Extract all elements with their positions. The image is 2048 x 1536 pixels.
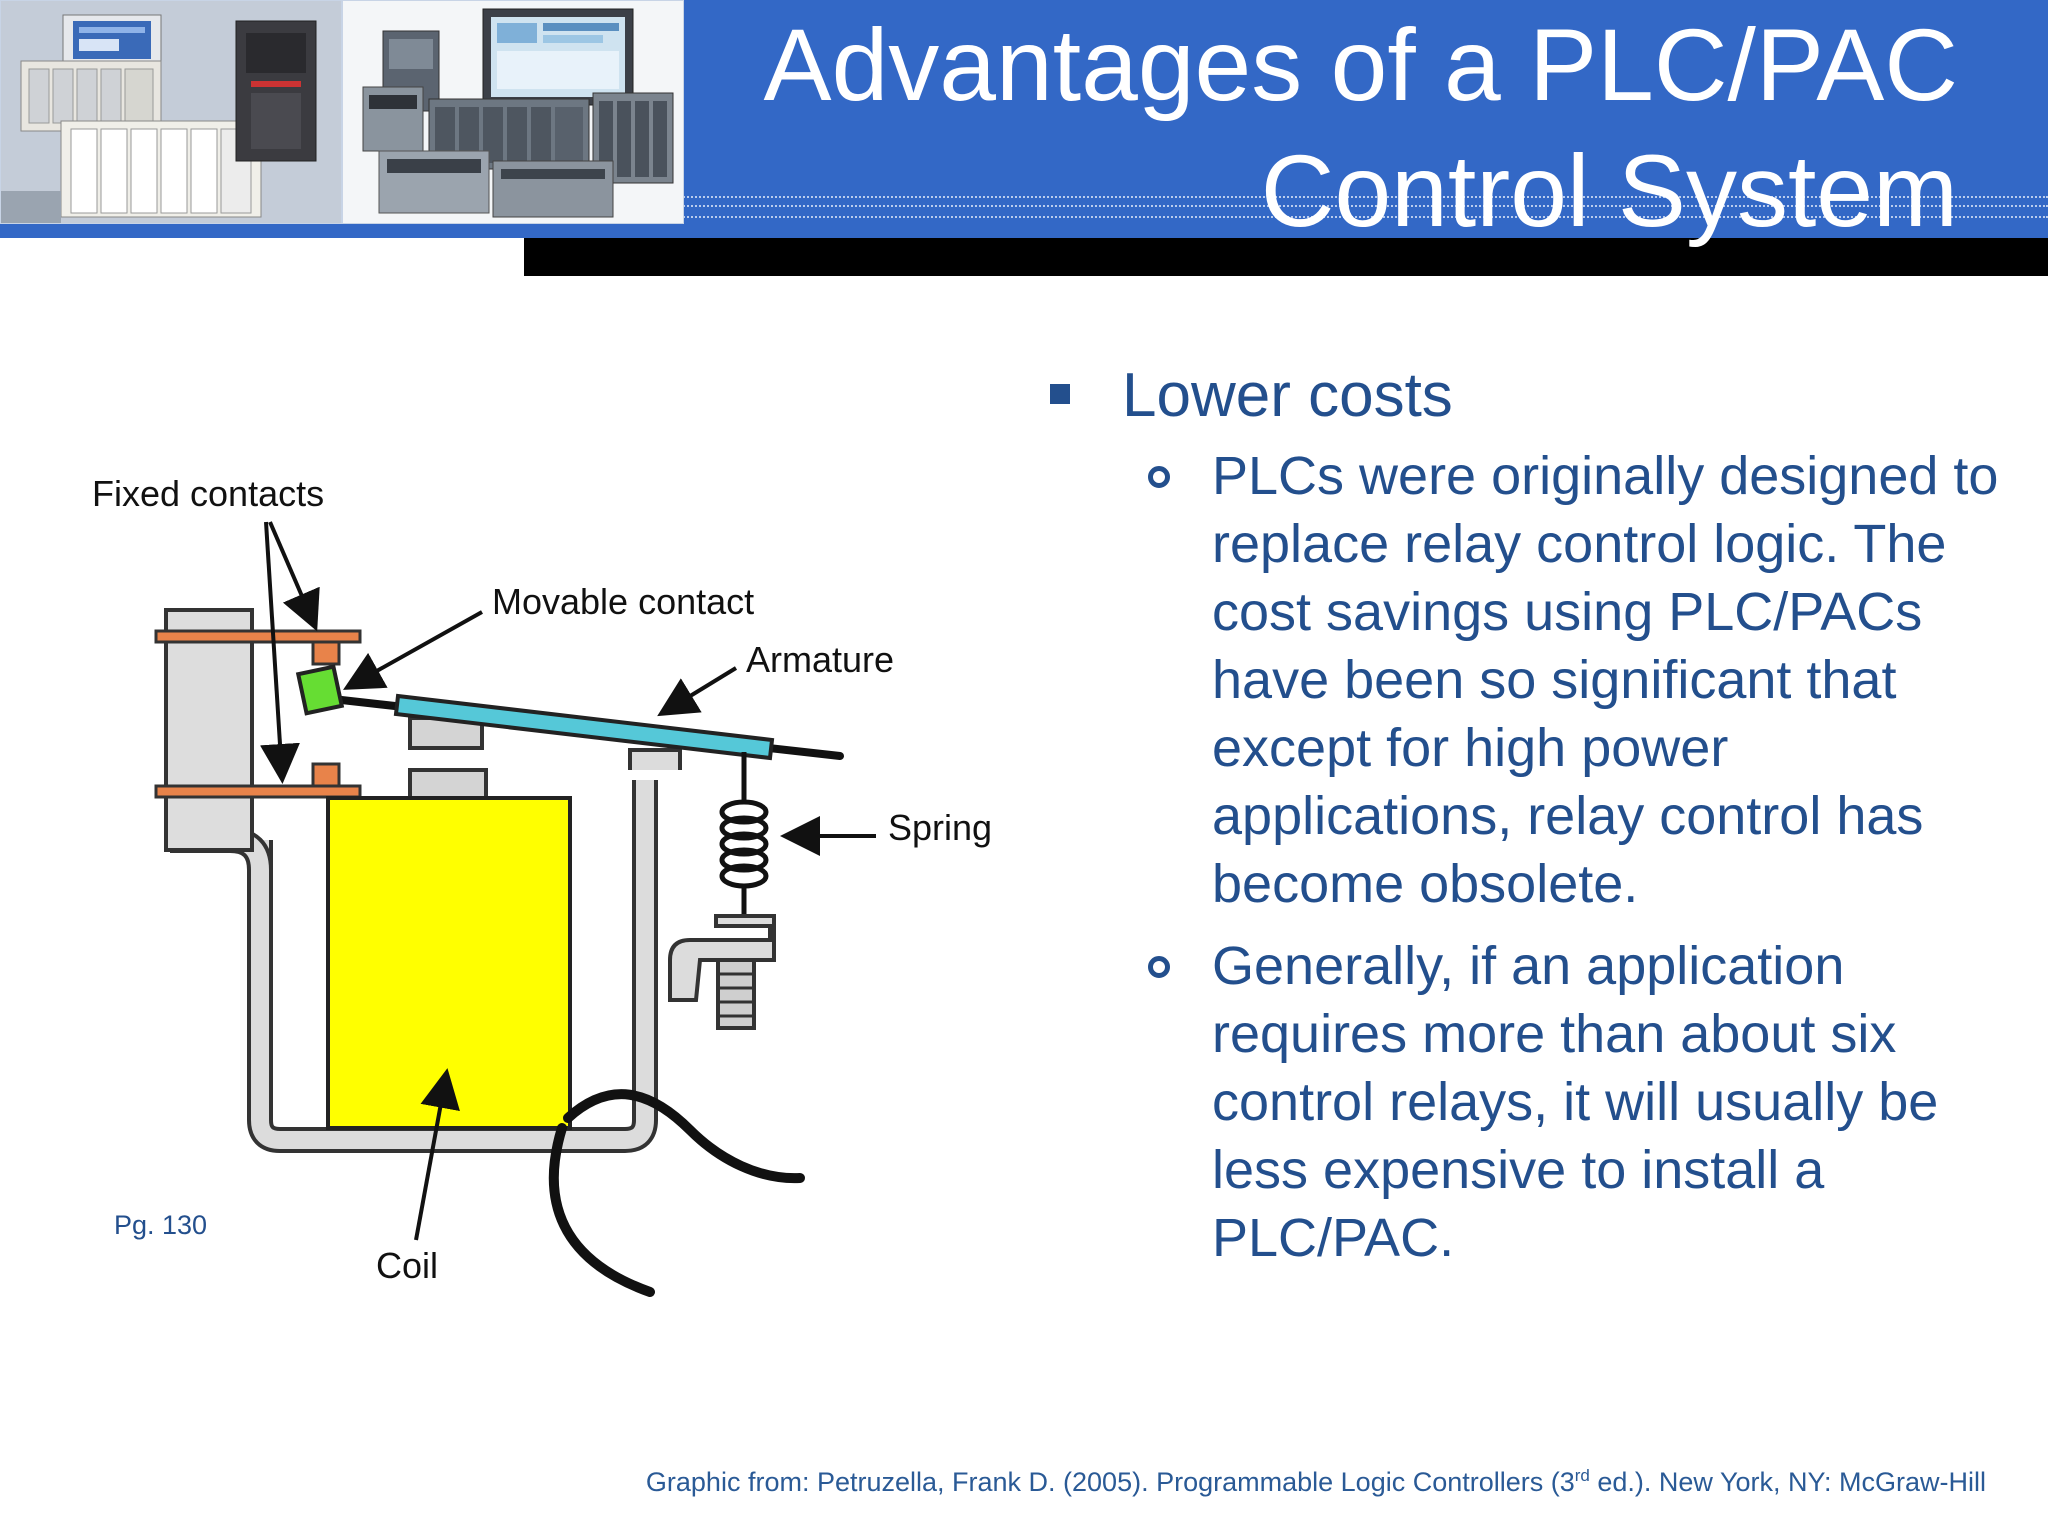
adjust-screw <box>716 958 756 1030</box>
slide-title: Advantages of a PLC/PAC Control System <box>698 2 1958 254</box>
plc-family-photo <box>342 0 684 224</box>
fixed-contact-upper <box>311 640 341 666</box>
sub-bullet-text: PLCs were originally designed to replace… <box>1212 446 1999 914</box>
label-coil: Coil <box>376 1245 438 1286</box>
pointer-fixed-contacts <box>268 521 320 632</box>
citation-prefix: Graphic from: Petruzella, Frank D. (2005… <box>645 1467 1575 1497</box>
spring <box>719 752 769 918</box>
header-dotted-line <box>0 205 2048 207</box>
fixed-contact-arm-lower <box>154 784 362 799</box>
fixed-contact-arm-upper <box>154 629 362 644</box>
citation-suffix: ed.). New York, NY: McGraw-Hill <box>1589 1467 1986 1497</box>
label-movable-contact: Movable contact <box>492 581 754 622</box>
plc-rack-photo <box>0 0 342 224</box>
bullet-heading: Lower costs <box>1122 361 1453 430</box>
page-reference: Pg. 130 <box>114 1210 208 1240</box>
pointer-armature <box>657 666 738 717</box>
sub-bullet-item: PLCs were originally designed to replace… <box>1040 442 2040 918</box>
slide-title-line-2: Control System <box>1260 134 1958 248</box>
movable-contact <box>295 664 345 716</box>
slide-title-line-1: Advantages of a PLC/PAC <box>763 8 1958 122</box>
ring-bullet-icon <box>1148 466 1170 488</box>
ring-bullet-icon <box>1148 956 1170 978</box>
graphic-citation: Graphic from: Petruzella, Frank D. (2005… <box>646 1466 1986 1498</box>
header-black-bar <box>524 238 2048 276</box>
sub-bullet-item: Generally, if an application requires mo… <box>1040 932 2040 1272</box>
pole-piece-lower <box>408 768 488 800</box>
armature-bracket <box>628 748 682 770</box>
terminal-post <box>164 608 254 852</box>
bullet-heading-item: Lower costs <box>1040 356 2040 436</box>
header-dotted-line <box>0 216 2048 218</box>
pointer-fixed-contacts <box>260 521 300 784</box>
sub-bullet-text: Generally, if an application requires mo… <box>1212 936 1939 1268</box>
coil <box>326 796 572 1130</box>
label-spring: Spring <box>888 807 992 848</box>
lead-wire <box>548 1123 655 1297</box>
pointer-movable-contact <box>343 610 483 690</box>
bullet-list: Lower costs PLCs were originally designe… <box>1040 356 2040 1272</box>
lead-wire <box>563 1089 805 1184</box>
relay-diagram: Fixed contacts Movable contact Armature … <box>92 473 992 1297</box>
pointer-coil <box>414 1068 460 1241</box>
label-fixed-contacts: Fixed contacts <box>92 473 324 514</box>
header-dotted-line <box>0 196 2048 198</box>
square-bullet-icon <box>1050 384 1070 404</box>
label-armature: Armature <box>746 639 894 680</box>
armature-bar <box>393 693 775 761</box>
citation-superscript: rd <box>1574 1466 1590 1485</box>
fixed-contact-lower <box>311 762 341 788</box>
